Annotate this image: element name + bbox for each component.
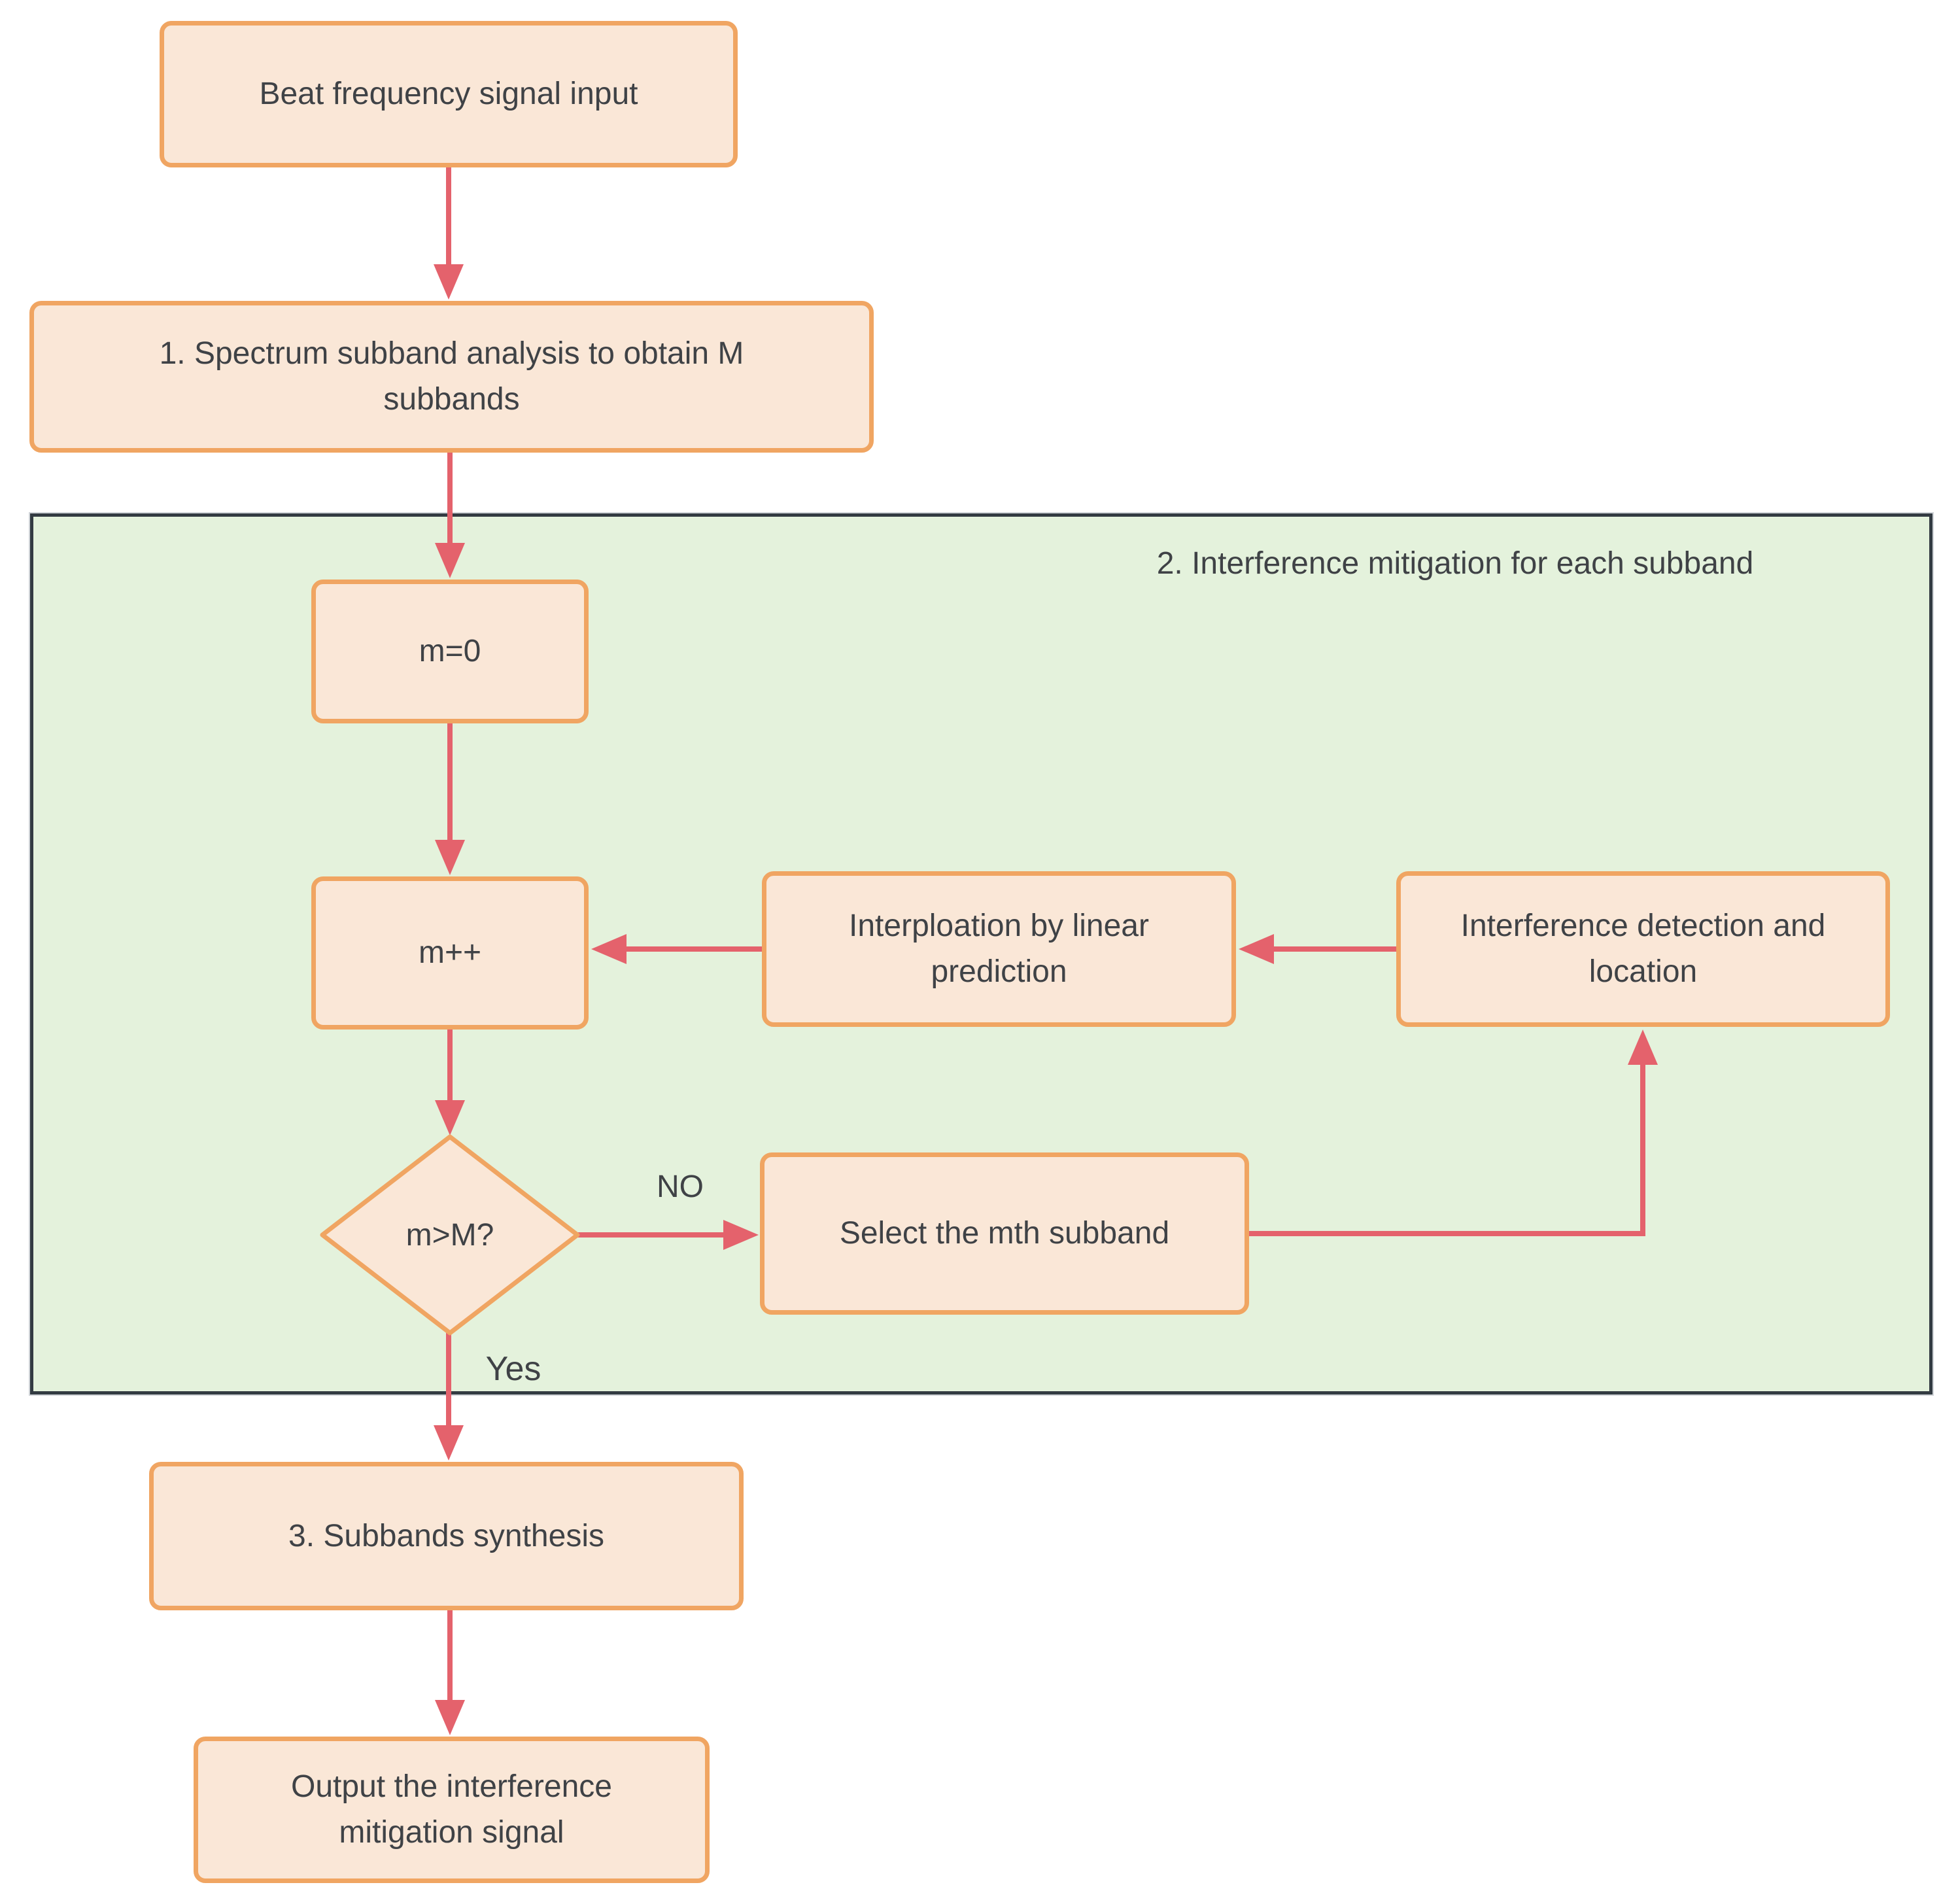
node-m-increment: m++ [311, 876, 589, 1030]
node-m-init-label: m=0 [419, 634, 481, 669]
node-m-init: m=0 [311, 580, 589, 723]
arrow-select-to-detection [1249, 1030, 1658, 1236]
node-m-increment-label: m++ [418, 935, 482, 971]
arrow-detection-to-interpolation [1239, 934, 1396, 964]
node-beat-frequency-input-label: Beat frequency signal input [259, 77, 638, 112]
node-output-signal-label: Output the interference mitigation signa… [291, 1769, 612, 1850]
node-spectrum-subband-analysis-label: 1. Spectrum subband analysis to obtain M… [159, 336, 744, 417]
arrow-decision-to-step3-yes [434, 1333, 464, 1461]
node-subbands-synthesis: 3. Subbands synthesis [149, 1462, 744, 1610]
edge-label-no: NO [657, 1169, 704, 1204]
edge-label-yes: Yes [485, 1350, 541, 1388]
arrow-step3-to-output [435, 1609, 465, 1735]
node-decision-label: m>M? [405, 1217, 494, 1253]
node-interference-detection: Interference detection and location [1396, 871, 1890, 1027]
arrow-m-init-to-m-increment [435, 722, 465, 875]
decision-diamond [320, 1134, 580, 1336]
node-select-subband: Select the mth subband [760, 1152, 1249, 1315]
node-spectrum-subband-analysis: 1. Spectrum subband analysis to obtain M… [29, 301, 874, 453]
node-interpolation-label: Interploation by linear prediction [849, 909, 1149, 989]
arrow-decision-to-select-no [577, 1220, 759, 1250]
node-interpolation: Interploation by linear prediction [762, 871, 1236, 1027]
node-output-signal: Output the interference mitigation signa… [194, 1737, 710, 1883]
node-interference-detection-label: Interference detection and location [1460, 909, 1826, 989]
arrow-input-to-step1 [434, 167, 464, 300]
node-subbands-synthesis-label: 3. Subbands synthesis [288, 1518, 604, 1553]
arrow-m-increment-to-decision [435, 1028, 465, 1135]
arrow-step1-to-m-init [435, 453, 465, 578]
node-beat-frequency-input: Beat frequency signal input [160, 21, 738, 167]
mitigation-section-label: 2. Interference mitigation for each subb… [1156, 546, 1754, 581]
node-select-subband-label: Select the mth subband [839, 1216, 1170, 1251]
arrow-interpolation-to-m-increment [591, 934, 762, 964]
